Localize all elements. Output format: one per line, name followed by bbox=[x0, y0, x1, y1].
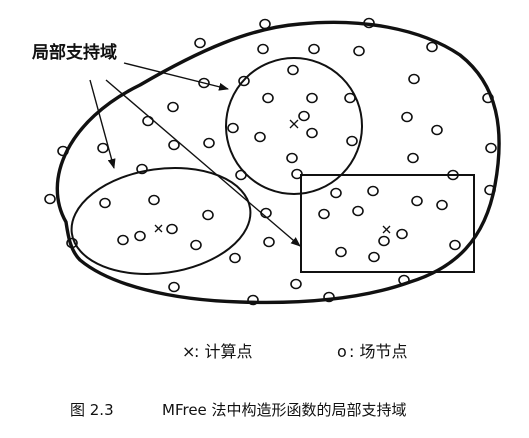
legend: × : 计算点 o : 场节点 bbox=[182, 342, 407, 361]
field-node bbox=[447, 169, 459, 181]
computation-point-circle bbox=[289, 119, 299, 129]
field-node bbox=[168, 139, 180, 151]
legend-field-node-symbol: o bbox=[337, 342, 347, 361]
field-node bbox=[259, 18, 271, 30]
figure-caption: 图 2.3 MFree 法中构造形函数的局部支持域 bbox=[70, 401, 407, 419]
field-node bbox=[401, 111, 413, 123]
field-node bbox=[330, 187, 342, 199]
field-node bbox=[431, 124, 443, 136]
field-node bbox=[166, 223, 178, 235]
support-domain-rectangle bbox=[300, 174, 475, 273]
field-node bbox=[484, 184, 496, 196]
field-node bbox=[298, 110, 310, 122]
field-node bbox=[229, 252, 241, 264]
legend-compute-point-label: : 计算点 bbox=[194, 342, 252, 361]
field-node bbox=[57, 145, 69, 157]
field-node bbox=[136, 163, 148, 175]
field-node bbox=[66, 237, 78, 249]
field-node bbox=[318, 208, 330, 220]
support-domain-ellipse bbox=[70, 167, 252, 275]
field-node bbox=[254, 131, 266, 143]
field-node bbox=[449, 239, 461, 251]
field-node bbox=[346, 135, 358, 147]
field-node bbox=[263, 236, 275, 248]
field-node bbox=[99, 197, 111, 209]
field-node bbox=[485, 142, 497, 154]
field-node bbox=[306, 92, 318, 104]
field-node bbox=[117, 234, 129, 246]
arrow-to-rectangle bbox=[105, 79, 301, 247]
field-node bbox=[227, 122, 239, 134]
field-node bbox=[436, 199, 448, 211]
field-node bbox=[407, 152, 419, 164]
field-node bbox=[335, 246, 347, 258]
field-node bbox=[257, 43, 269, 55]
field-node bbox=[168, 281, 180, 293]
field-node bbox=[286, 152, 298, 164]
legend-field-node-label: : 场节点 bbox=[349, 342, 407, 361]
field-node bbox=[97, 142, 109, 154]
field-node bbox=[306, 127, 318, 139]
field-node bbox=[482, 92, 494, 104]
support-domain-annotation-label: 局部支持域 bbox=[32, 42, 117, 63]
field-node bbox=[352, 205, 364, 217]
field-node bbox=[260, 207, 272, 219]
field-node bbox=[44, 193, 56, 205]
legend-compute-point-symbol: × bbox=[182, 342, 195, 361]
computation-point-rectangle bbox=[382, 225, 391, 234]
field-node bbox=[202, 209, 214, 221]
field-node bbox=[308, 43, 320, 55]
field-node bbox=[396, 228, 408, 240]
field-node bbox=[262, 92, 274, 104]
field-node bbox=[291, 168, 303, 180]
field-node bbox=[378, 235, 390, 247]
field-node bbox=[353, 45, 365, 57]
field-node bbox=[203, 137, 215, 149]
field-node bbox=[190, 239, 202, 251]
field-node bbox=[398, 274, 410, 286]
field-node bbox=[287, 64, 299, 76]
figure-caption-text: MFree 法中构造形函数的局部支持域 bbox=[162, 401, 407, 419]
field-node bbox=[194, 37, 206, 49]
field-node bbox=[344, 92, 356, 104]
field-node bbox=[368, 251, 380, 263]
problem-domain-boundary bbox=[55, 20, 501, 305]
field-node bbox=[198, 77, 210, 89]
field-node bbox=[411, 195, 423, 207]
field-node bbox=[363, 17, 375, 29]
field-node bbox=[367, 185, 379, 197]
interior-field-nodes bbox=[97, 43, 459, 290]
field-node bbox=[235, 169, 247, 181]
field-node bbox=[247, 294, 259, 306]
field-node bbox=[148, 194, 160, 206]
field-node bbox=[238, 75, 250, 87]
boundary-field-nodes bbox=[44, 17, 497, 306]
arrow-to-ellipse bbox=[89, 79, 116, 169]
support-domain-circle bbox=[225, 57, 363, 195]
field-node bbox=[290, 278, 302, 290]
computation-point-ellipse bbox=[154, 224, 163, 233]
field-node bbox=[408, 73, 420, 85]
field-node bbox=[142, 115, 154, 127]
field-node bbox=[323, 291, 335, 303]
field-node bbox=[426, 41, 438, 53]
figure-number: 图 2.3 bbox=[70, 401, 114, 419]
field-node bbox=[134, 230, 146, 242]
arrow-to-circle bbox=[123, 62, 229, 91]
field-node bbox=[167, 101, 179, 113]
